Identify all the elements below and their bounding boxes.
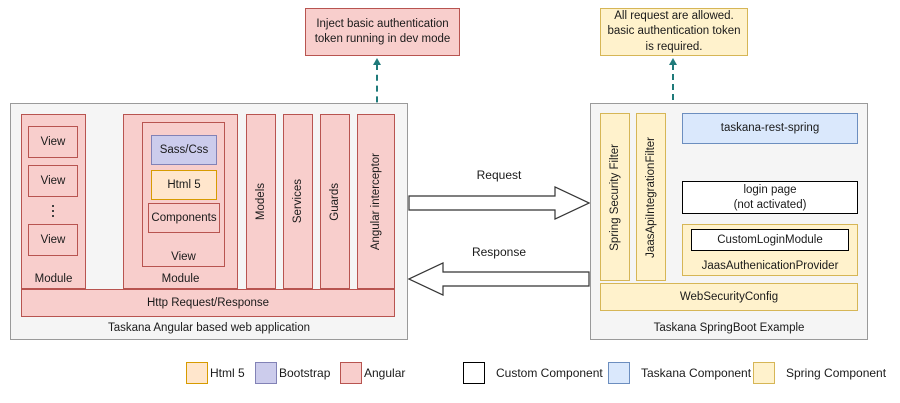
column-guards: Guards: [320, 114, 350, 289]
legend-swatch-bootstrap: [255, 362, 277, 384]
legend-label-angular: Angular: [364, 366, 406, 380]
column-models-label: Models: [254, 182, 267, 221]
request-arrow: [408, 186, 590, 220]
module-a-ellipsis: [28, 200, 78, 222]
legend-swatch-html5: [186, 362, 208, 384]
right-panel-caption: Taskana SpringBoot Example: [653, 322, 805, 334]
left-panel-caption: Taskana Angular based web application: [107, 322, 311, 334]
module-b-components: Components: [148, 203, 220, 233]
legend-label-taskana: Taskana Component: [641, 366, 752, 380]
login-page-line-2: (not activated): [733, 198, 807, 211]
connector-left-arrowhead: [373, 58, 381, 65]
module-a-view-1: View: [28, 126, 78, 158]
column-angular-interceptor: Angular interceptor: [357, 114, 395, 289]
module-a-label: Module: [34, 273, 73, 285]
legend-label-html5: Html 5: [210, 366, 245, 380]
response-arrow-label: Response: [471, 245, 527, 259]
callout-left: Inject basic authentication token runnin…: [305, 8, 460, 56]
module-a-view-2: View: [28, 165, 78, 197]
login-page-line-1: login page: [743, 184, 797, 197]
http-request-response-bar: Http Request/Response: [21, 289, 395, 317]
taskana-rest-spring-box: taskana-rest-spring: [682, 113, 858, 144]
connector-left-line: [376, 64, 378, 124]
column-guards-label: Guards: [328, 182, 341, 221]
custom-login-module: CustomLoginModule: [691, 229, 849, 251]
legend-swatch-taskana: [608, 362, 630, 384]
column-services-label: Services: [291, 179, 304, 224]
callout-right: All request are allowed. basic authentic…: [600, 8, 748, 56]
legend-label-spring: Spring Component: [786, 366, 887, 380]
response-arrow: [408, 262, 590, 296]
login-page-box: login page (not activated): [682, 181, 858, 214]
legend-swatch-angular: [340, 362, 362, 384]
spring-security-filter: Spring Security Filter: [600, 113, 630, 281]
module-b-html5: Html 5: [151, 170, 217, 200]
legend-label-bootstrap: Bootstrap: [279, 366, 331, 380]
legend-label-custom: Custom Component: [496, 366, 603, 380]
jaas-authenication-provider-label: JaasAuthenicationProvider: [701, 260, 839, 272]
column-angular-interceptor-label: Angular interceptor: [369, 152, 382, 251]
module-b-sass-css: Sass/Css: [151, 135, 217, 165]
legend-swatch-custom: [463, 362, 485, 384]
jaas-api-integration-filter: JaasApiIntegrationFilter: [636, 113, 666, 281]
jaas-api-integration-filter-label: JaasApiIntegrationFilter: [644, 136, 657, 258]
connector-right-arrowhead: [669, 58, 677, 65]
request-arrow-label: Request: [476, 168, 522, 182]
module-a-view-3: View: [28, 224, 78, 256]
module-b-label: Module: [161, 273, 200, 285]
legend-swatch-spring: [753, 362, 775, 384]
web-security-config: WebSecurityConfig: [600, 283, 858, 311]
column-models: Models: [246, 114, 276, 289]
module-separator: [90, 212, 120, 222]
spring-security-filter-label: Spring Security Filter: [608, 143, 621, 251]
module-b-view-label: View: [171, 251, 196, 263]
column-services: Services: [283, 114, 313, 289]
